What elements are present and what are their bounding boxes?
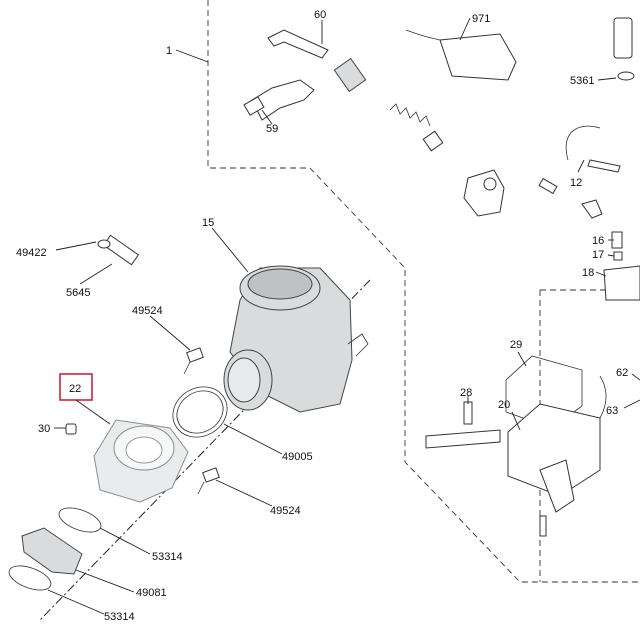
spacer-49081 [21,527,83,575]
needle-valve [333,57,367,93]
clamp-ring [172,386,228,438]
choke-clip [581,199,603,219]
label-971: 971 [472,13,490,25]
ignition-coil [439,33,517,81]
label-18: 18 [582,267,594,279]
screw-28 [463,401,473,425]
label-5361: 5361 [570,75,594,87]
choke-housing [463,169,505,217]
label-53314-lower: 53314 [104,611,135,623]
label-15: 15 [202,217,214,229]
label-30: 30 [38,423,50,435]
drain-line [599,375,607,419]
assembly-axis [39,279,371,621]
spark-plug [102,234,140,266]
rod-part [425,429,501,449]
screw-lower [197,467,220,495]
bowl-gasket [505,355,583,429]
choke-plunger [587,159,621,173]
label-53314-upper: 53314 [152,551,183,563]
valve-pin [422,130,444,152]
label-29: 29 [510,339,522,351]
label-49081: 49081 [136,587,167,599]
label-17: 17 [592,249,604,261]
choke-port [483,177,497,191]
o-ring-upper [58,507,102,533]
hose-part [267,29,329,59]
screw-upper [183,347,204,375]
plug-washer [97,239,111,249]
label-5645: 5645 [66,287,90,299]
label-59: 59 [266,123,278,135]
elbow-part [251,79,315,121]
label-12: 12 [570,177,582,189]
label-49524-upper: 49524 [132,305,163,317]
float-bowl [507,403,601,497]
pin-17 [613,251,623,261]
label-1: 1 [166,45,172,57]
plug-30 [65,423,77,435]
label-49524-lower: 49524 [270,505,301,517]
carburetor [223,265,369,413]
label-62: 62 [616,367,628,379]
clamp-ring-inner [176,390,224,434]
o-ring-lower [8,565,52,591]
elbow-fitting [243,96,265,116]
sensor-washer [617,71,635,81]
label-49422: 49422 [16,247,47,259]
label-63: 63 [606,405,618,417]
sensor-5361 [613,17,633,59]
bowl-extension [539,459,575,513]
valve-spring [389,103,431,127]
part-labels: 1 60 971 5361 59 12 15 49422 5645 16 17 … [16,9,628,623]
choke-tube [565,125,601,161]
label-28: 28 [460,387,472,399]
label-20: 20 [498,399,510,411]
label-16: 16 [592,235,604,247]
label-49005: 49005 [282,451,313,463]
label-22: 22 [69,383,81,395]
leader-lines [47,17,640,615]
carb-top-18 [603,265,640,301]
coil-lead [405,29,441,41]
bowl-screw [539,515,547,537]
intake-boot [93,419,189,503]
label-60: 60 [314,9,326,21]
sensor-small [538,177,558,195]
